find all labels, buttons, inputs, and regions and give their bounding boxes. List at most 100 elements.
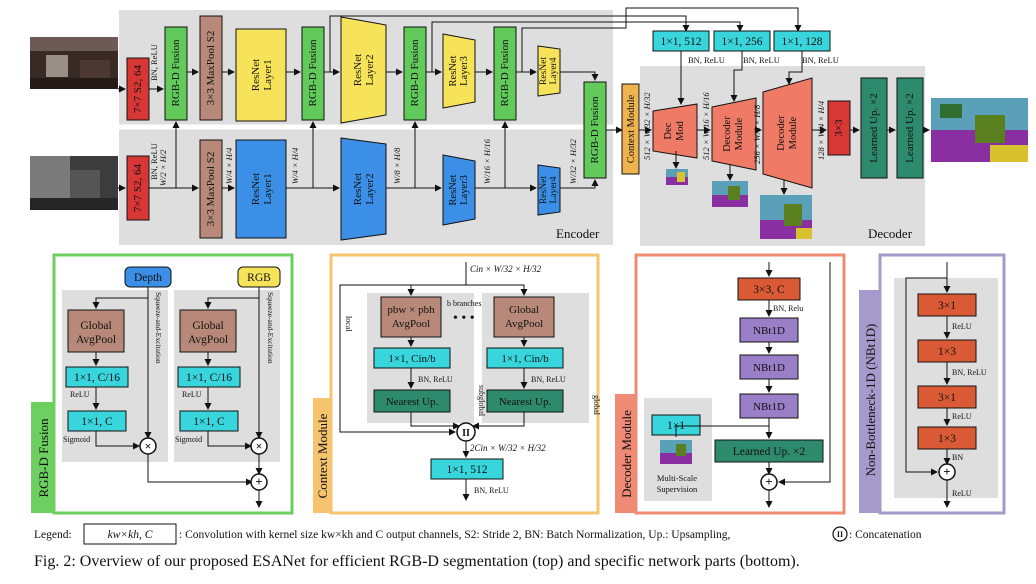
encoder-arrows [118,7,802,192]
rgb-layer3-l2: Layer3 [459,56,470,86]
legend-text: : Convolution with kernel size kw×kh and… [179,529,731,541]
depth-layer3-block [442,154,476,226]
fusion-rgb-fc1 [177,366,241,388]
context-out-conv-label: 1×1, 512 [447,464,488,476]
fusion-se-depth-text: Squeeze-and-Excitation [154,292,163,364]
dec-mod-2-block [711,97,757,171]
context-global-pool-l1: Global [509,304,539,316]
enc-dim-16: W/16 × H/16 [482,138,492,184]
fusion-rgb-label: RGB [247,272,271,284]
skip-256-label: 1×1, 256 [722,36,763,48]
nbt-add: + [938,463,956,481]
rgb-fusion-label-2: RGB-D Fusion [307,39,319,106]
fusion-mult-rgb: × [250,437,268,455]
fusion-rgb-gap-l2: AvgPool [188,334,228,346]
enc-dim-4a: W/4 × H/4 [224,147,234,184]
nbt-relu-2: ReLU [952,412,972,421]
fusion-depth-sigmoid: Sigmoid [63,435,90,444]
rgb-layer3-block [442,33,476,109]
decmod-nbt-3-label: NBt1D [753,401,785,413]
enc-dim-2: W/2 × H/2 [158,149,168,186]
decmod-up-label: Learned Up. ×2 [733,446,806,458]
fusion-mult-rgb-sym: × [256,439,263,453]
context-global-label: global [592,395,601,416]
nbt-relu-1: ReLU [952,322,972,331]
dec-mod-1-l1: Dec [663,122,674,139]
dec-mod-2-label: DecoderModule [722,116,745,152]
depth-layer4-l2: Layer4 [549,176,559,203]
nbt-conv-3-label: 3×1 [938,392,956,404]
encoder-label: Encoder [556,226,600,241]
nbt-panel-title: Non-Bottleneck-1D (NBt1D) [863,324,878,477]
learned-up-1-label: Learned Up. ×2 [868,93,880,162]
decmod-side-output-image [660,440,692,464]
context-local-label: local [344,316,353,332]
depth-layer3-label: ResNetLayer3 [448,174,470,205]
skip-256-bnrelu: BN, ReLU [743,55,780,65]
fusion-depth-fc1-label: 1×1, C/16 [74,372,120,384]
dec-dim-d: 128 × W/4 × H/4 [816,100,826,160]
depth-layer4-block [537,164,561,216]
decmod-nbt-1 [739,317,799,343]
context-arrows [339,262,528,501]
rgb-fusion-label-4: RGB-D Fusion [499,39,511,106]
dec-mod-2-l2: Module [734,117,745,150]
context-local-pool [380,296,442,338]
context-panel-border [329,253,600,515]
learned-up-2-block [896,77,924,179]
fusion-depth-gap [67,309,125,353]
skip-128-label: 1×1, 128 [782,36,823,48]
fusion-mult-depth: × [139,437,157,455]
enc-dim-4b: W/4 × H/4 [290,147,300,184]
rgb-layer3-label: ResNetLayer3 [448,55,470,86]
context-global-bnrelu: BN, ReLU [531,375,566,384]
nbt-conv-4-label: 1×3 [938,433,956,445]
fusion-mult-depth-sym: × [145,439,152,453]
depth-layer2-l1: ResNet [352,173,364,205]
skip-512-label: 1×1, 512 [661,36,702,48]
decmod-ms-l2: Supervision [657,484,698,494]
fusion-rgb-fc2-label: 1×1, C [193,416,225,428]
legend-concat-text: : Concatenation [849,529,922,541]
enc-bnrelu-rgb: BN, ReLU [149,44,159,81]
nbt-bnrelu: BN, ReLU [952,368,987,377]
context-local-bnrelu: BN, ReLU [418,375,453,384]
decmod-conv-label: 3×3, C [753,284,785,296]
rgb-maxpool-label: 3×3 MaxPool S2 [205,31,217,106]
context-global-up-label: Nearest Up. [499,396,552,408]
nbt-relu-3: ReLU [952,489,972,498]
rgb-layer4-block [537,45,561,97]
nbt-add-sym: + [943,464,950,479]
dec-mod-3-block [762,77,813,189]
fusion-rgb-fc2 [179,410,239,432]
context-local-conv [373,347,451,369]
rgb-fusion-label-1: RGB-D Fusion [170,39,182,106]
enc-dim-8: W/8 × H/8 [392,147,402,184]
rgb-conv-label: 7×7 S2, 64 [132,64,144,113]
rgb-fusion-block-1 [164,26,188,121]
dec-dim-a: 512 × W/32 × H/32 [642,92,652,160]
legend-concat-symbol: II [837,530,843,539]
rgb-layer4-l1: ResNet [539,57,549,85]
context-global-conv-label: 1×1, Cin/b [501,353,549,365]
nbt-panel-tab [859,290,881,513]
dec-mod-3-l2: Module [788,116,799,149]
skip-128-bnrelu: BN, ReLU [802,55,839,65]
fusion-depth-fc2 [67,410,127,432]
nbt-conv-1-label: 3×1 [938,300,956,312]
dec-mod-3-label: DecoderModule [776,115,799,151]
dec-mod-1-block [652,103,698,159]
context-out-bnrelu: BN, ReLU [474,486,509,495]
context-dots: • • • [453,311,475,326]
rgb-layer1-label: ResNetLayer1 [250,59,274,91]
depth-layer1-block [235,139,287,239]
nbt-bn: BN [952,453,963,462]
depth-layer4-l1: ResNet [539,176,549,204]
decmod-panel-border [634,253,846,515]
rgb-layer4-label: ResNetLayer4 [539,57,559,85]
depth-layer4-label: ResNetLayer4 [539,176,559,204]
